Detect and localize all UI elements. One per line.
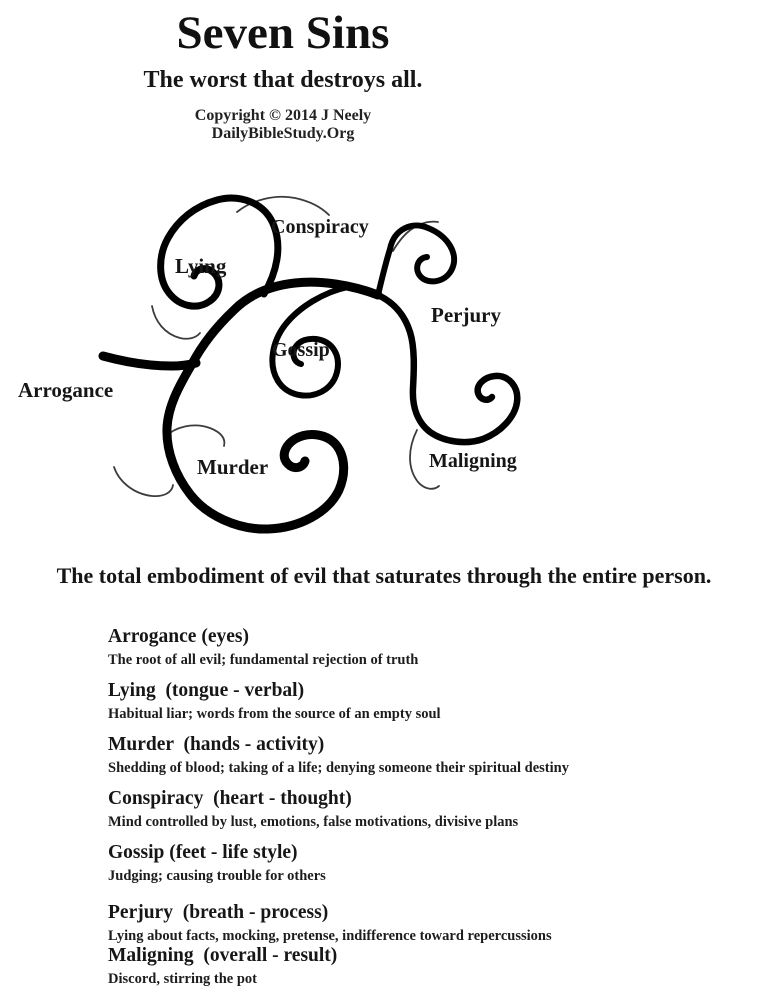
curl-below-lying — [151, 305, 201, 340]
sin-name: Maligning (overall - result) — [108, 945, 338, 966]
diagram-label-conspiracy: Conspiracy — [271, 216, 369, 238]
spiral-gossip — [269, 284, 351, 399]
sin-item-arrogance: Arrogance (eyes) The root of all evil; f… — [108, 624, 752, 670]
sin-description: Judging; causing trouble for others — [108, 868, 326, 884]
tagline: The total embodiment of evil that satura… — [56, 563, 712, 588]
curl-above-murder — [164, 424, 226, 447]
sin-description: Mind controlled by lust, emotions, false… — [108, 814, 519, 830]
sins-list: Arrogance (eyes) The root of all evil; f… — [108, 624, 752, 997]
sin-item-lying: Lying (tongue - verbal) Habitual liar; w… — [108, 678, 752, 724]
sin-flourish-graphic — [98, 194, 521, 534]
sin-item-gossip: Gossip (feet - life style) Judging; caus… — [108, 840, 752, 886]
sin-item-murder: Murder (hands - activity) Shedding of bl… — [108, 732, 752, 778]
copyright-line: Copyright © 2014 J Neely — [194, 107, 372, 124]
diagram-label-perjury: Perjury — [431, 303, 501, 327]
sin-name: Murder (hands - activity) — [108, 734, 325, 755]
sin-description: The root of all evil; fundamental reject… — [108, 652, 419, 668]
diagram-label-arrogance: Arrogance — [18, 378, 114, 402]
sin-name: Arrogance (eyes) — [108, 626, 249, 647]
spiral-perjury — [375, 222, 458, 298]
sin-description: Lying about facts, mocking, pretense, in… — [108, 928, 552, 944]
sin-description: Habitual liar; words from the source of … — [108, 706, 441, 722]
main-spiral — [162, 277, 383, 534]
page-subtitle: The worst that destroys all. — [143, 67, 423, 93]
curl-perjury-left — [392, 220, 439, 252]
sin-name: Perjury (breath - process) — [108, 902, 329, 923]
website-line: DailyBibleStudy.Org — [211, 125, 355, 143]
page-title: Seven Sins — [176, 7, 390, 59]
sin-name: Gossip (feet - life style) — [108, 842, 298, 863]
spiral-lying — [157, 194, 282, 310]
sin-description: Discord, stirring the pot — [108, 971, 258, 987]
sin-description: Shedding of blood; taking of a life; den… — [108, 760, 569, 776]
sin-item-maligning: Maligning (overall - result) Discord, st… — [108, 943, 752, 989]
diagram-label-maligning: Maligning — [429, 450, 517, 472]
diagram-label-lying: Lying — [175, 254, 227, 278]
diagram-label-gossip: Gossip — [272, 339, 330, 361]
stem-arrogance — [98, 351, 201, 371]
header: Seven Sins The worst that destroys all. … — [0, 10, 566, 144]
sin-name: Conspiracy (heart - thought) — [108, 788, 352, 809]
curl-below-maligning — [409, 429, 440, 490]
spiral-maligning — [374, 291, 521, 446]
sin-item-perjury: Perjury (breath - process) Lying about f… — [108, 900, 752, 946]
diagram-label-murder: Murder — [197, 455, 269, 479]
curl-bottom-left — [113, 466, 174, 498]
sin-name: Lying (tongue - verbal) — [108, 680, 305, 701]
sin-item-conspiracy: Conspiracy (heart - thought) Mind contro… — [108, 786, 752, 832]
